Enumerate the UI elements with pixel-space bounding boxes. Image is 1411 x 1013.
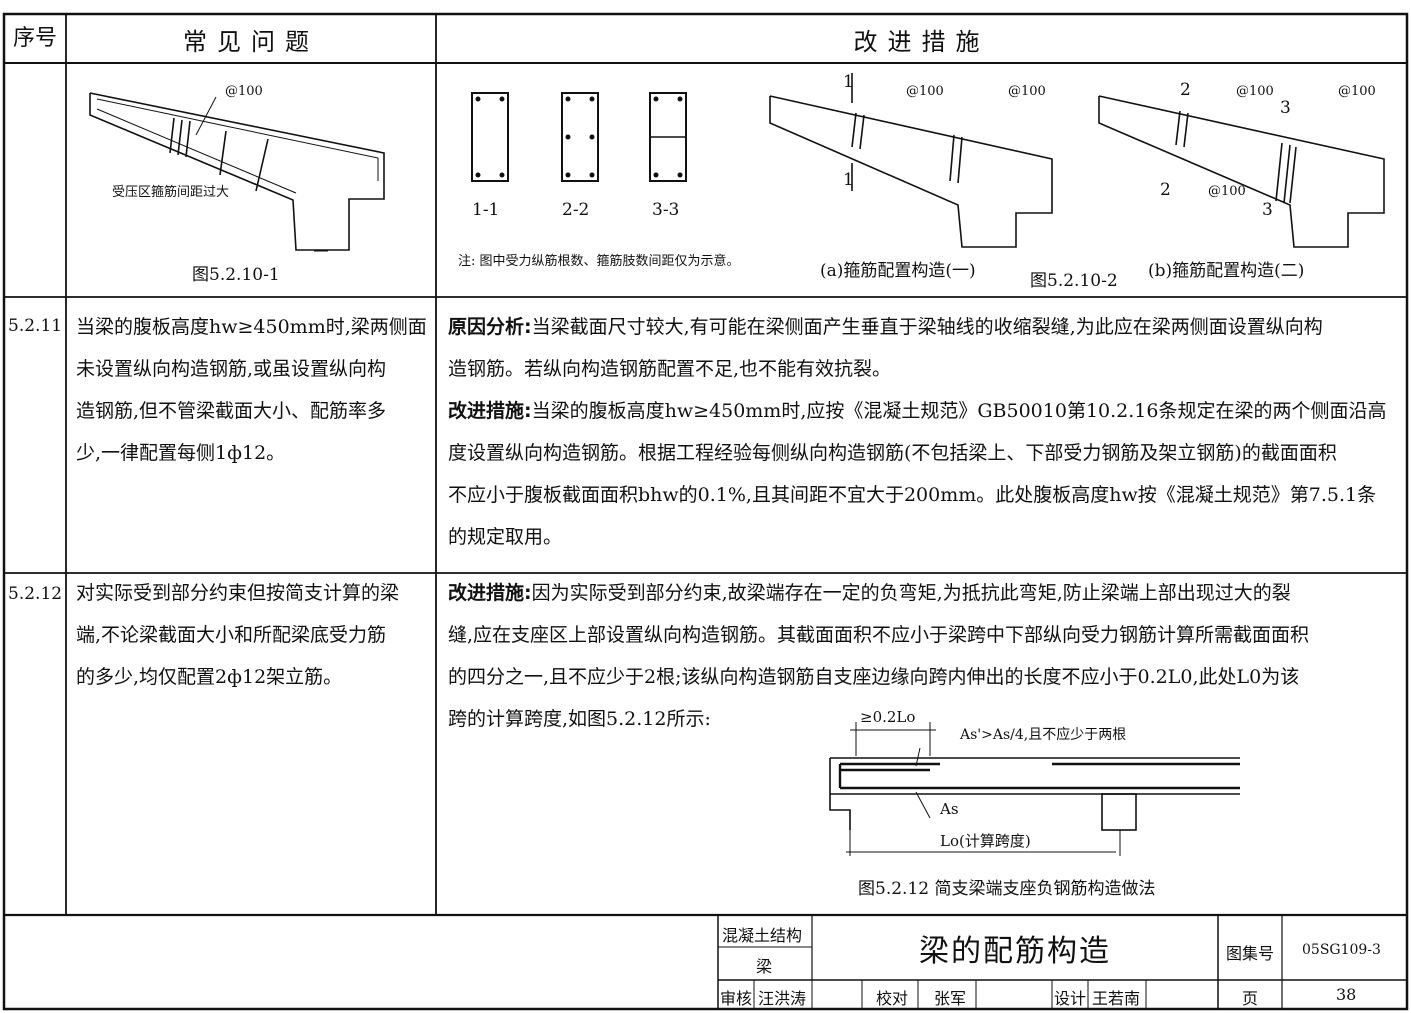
fix-fig-caption: 图5.2.10-2 <box>1030 271 1118 291</box>
problem-5-2-11: 当梁的腹板高度hw≥450mm时,梁两侧面未设置纵向构造钢筋,或虽设置纵向构 造… <box>76 316 427 464</box>
header-problem: 常见问题 <box>183 28 319 56</box>
mark-2-top: 2 <box>1180 80 1191 100</box>
fix-5-2-12: 改进措施:因为实际受到部分约束,故梁端存在一定的负弯矩,为抵抗此弯矩,防止梁端上… <box>448 582 1310 730</box>
fig-length-label: ≥0.2Lo <box>860 708 916 726</box>
fix-5-2-11: 原因分析:当梁截面尺寸较大,有可能在梁侧面产生垂直于梁轴线的收缩裂缝,为此应在梁… <box>448 316 1387 548</box>
fix-spacing-a2: @100 <box>1008 84 1046 99</box>
problem-caption: 图5.2.10-1 <box>192 265 280 285</box>
review-label: 审核 <box>720 989 753 1008</box>
mark-3-bottom: 3 <box>1262 200 1273 220</box>
category-1: 混凝土结构 <box>722 926 803 945</box>
atlas-no: 05SG109-3 <box>1302 942 1381 958</box>
mark-1-bottom: 1 <box>843 170 854 190</box>
problem-5-2-12: 对实际受到部分约束但按简支计算的梁端,不论梁截面大小和所配梁底受力筋 的多少,均… <box>76 582 400 688</box>
caption-a: (a)箍筋配置构造(一) <box>820 261 976 281</box>
fix-spacing-b2: @100 <box>1338 84 1376 99</box>
design-label: 设计 <box>1054 989 1087 1008</box>
section-3-3: 3-3 <box>652 200 680 220</box>
row-code-5-2-12: 5.2.12 <box>8 584 63 604</box>
problem-figure <box>89 92 385 252</box>
fig-as-label: As <box>940 800 959 818</box>
category-2: 梁 <box>756 957 773 976</box>
support-fig-caption: 图5.2.12 简支梁端支座负钢筋构造做法 <box>858 879 1156 899</box>
support-figure <box>829 722 1240 856</box>
check-label: 校对 <box>876 989 909 1008</box>
atlas-label: 图集号 <box>1226 944 1275 963</box>
header-no: 序号 <box>12 26 57 51</box>
drawing-title: 梁的配筋构造 <box>919 934 1111 969</box>
mark-3-top: 3 <box>1280 98 1291 118</box>
mark-1-top: 1 <box>843 72 854 92</box>
checker-name: 张军 <box>934 989 967 1008</box>
page-no: 38 <box>1336 985 1357 1004</box>
fix-note: 注: 图中受力纵筋根数、箍筋肢数间距仅为示意。 <box>458 254 740 269</box>
section-1-1: 1-1 <box>472 200 500 220</box>
mark-2-bottom: 2 <box>1160 180 1171 200</box>
designer-name: 王若南 <box>1092 989 1141 1008</box>
section-2-2: 2-2 <box>562 200 590 220</box>
fix-spacing-b1: @100 <box>1236 84 1274 99</box>
page-label: 页 <box>1242 989 1259 1008</box>
fig-as-prime-label: As'>As/4,且不应少于两根 <box>960 727 1127 743</box>
problem-note: 受压区箍筋间距过大 <box>112 185 230 200</box>
row-code-5-2-11: 5.2.11 <box>8 316 63 336</box>
header-fix: 改进措施 <box>853 28 990 56</box>
stirrup-spacing-label: @100 <box>225 84 263 99</box>
reviewer-name: 汪洪涛 <box>758 989 807 1008</box>
fix-spacing-a1: @100 <box>906 84 944 99</box>
fix-figure <box>471 73 1385 248</box>
fig-span-label: Lo(计算跨度) <box>940 832 1031 850</box>
caption-b: (b)箍筋配置构造(二) <box>1148 261 1305 281</box>
fix-spacing-b3: @100 <box>1208 184 1246 199</box>
